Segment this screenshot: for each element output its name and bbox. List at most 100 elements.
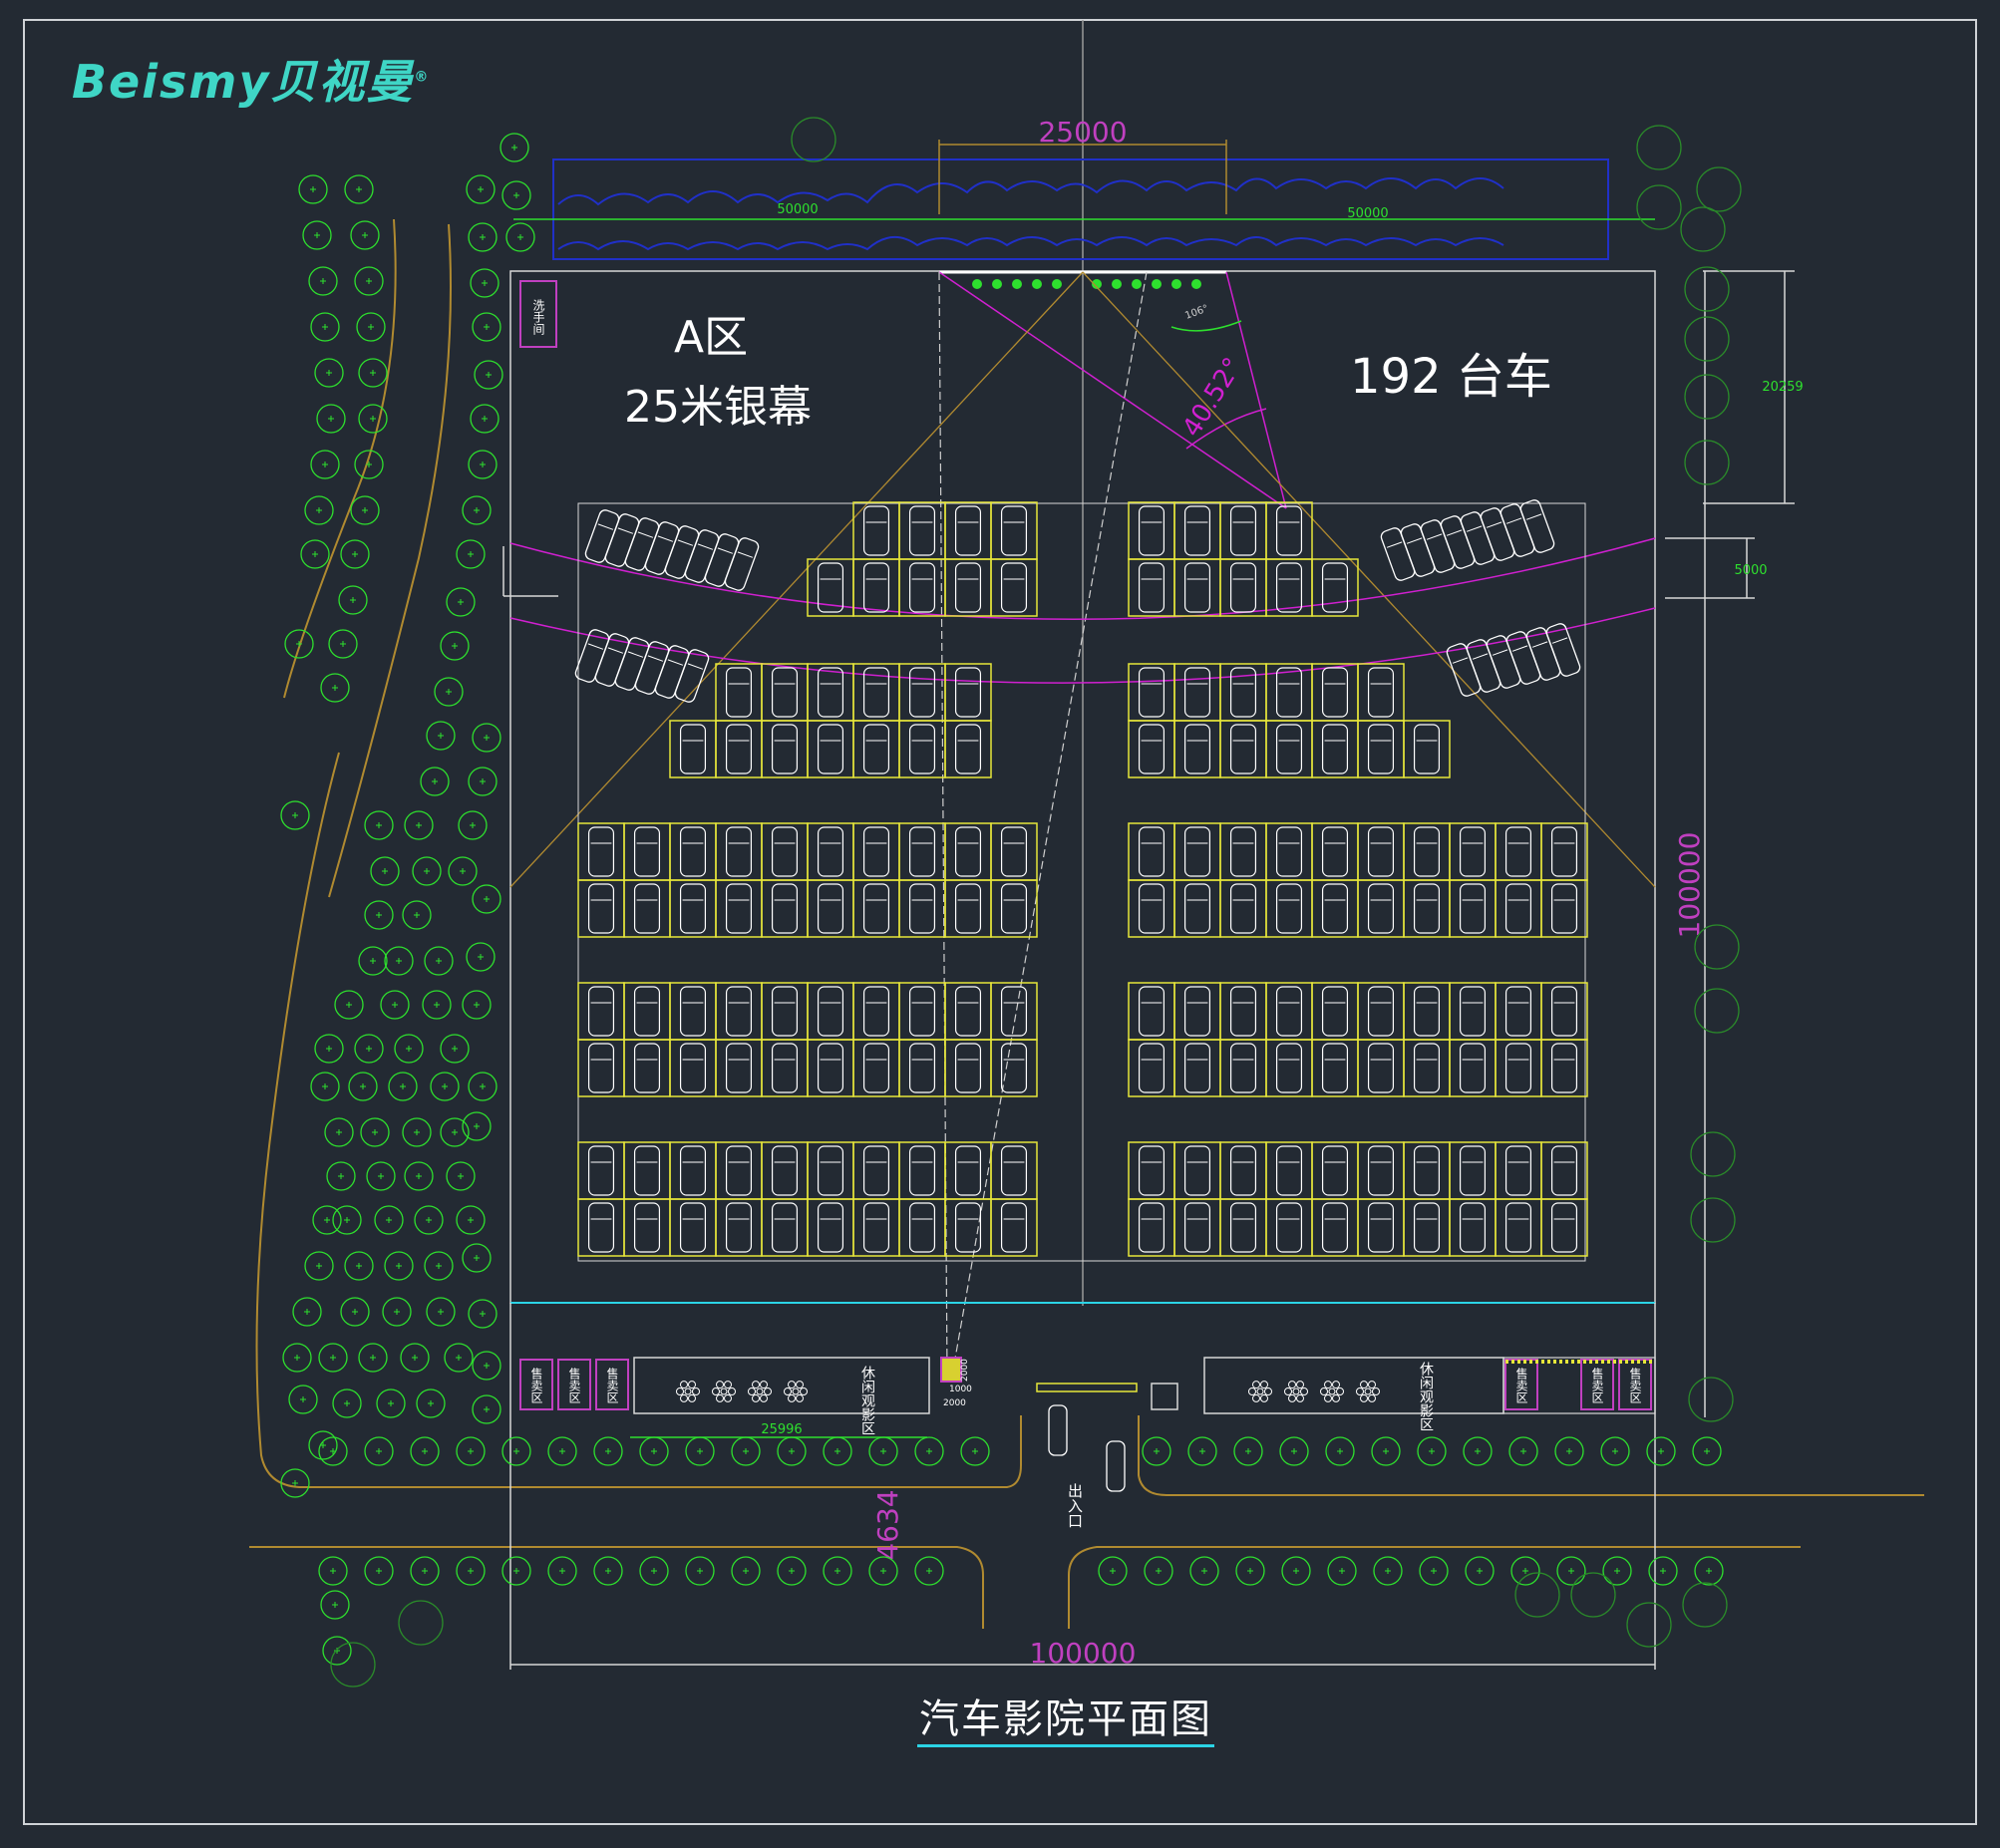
parked-car (862, 1043, 890, 1093)
tree-canopy (340, 539, 370, 569)
parking-stall (761, 822, 809, 881)
screen-width-dimension (938, 140, 1227, 214)
lounge-chair (1360, 1393, 1368, 1402)
parked-car (1367, 724, 1395, 774)
tree-canopy (456, 1436, 486, 1466)
tree-canopy (1417, 1436, 1447, 1466)
parked-car (771, 1202, 799, 1253)
parked-car (725, 883, 753, 934)
tree (358, 1343, 388, 1373)
kiosk-box (1504, 1359, 1538, 1410)
tree-canopy (1187, 1436, 1217, 1466)
parked-car (1504, 1202, 1532, 1253)
parking-stall (577, 822, 625, 881)
parked-car (1504, 1043, 1532, 1093)
tree (777, 1436, 807, 1466)
tree-canopy (456, 539, 486, 569)
tree (366, 1161, 396, 1191)
tree (282, 1343, 312, 1373)
tree-existing (1636, 125, 1682, 170)
angled-car-windshield (1486, 521, 1502, 528)
lounge-chair (724, 1393, 732, 1402)
angled-car-body (724, 537, 760, 591)
kiosk-label: 售卖区 (1628, 1367, 1642, 1403)
lounge-chair (680, 1381, 688, 1389)
parked-car (1321, 724, 1349, 774)
parking-stall (1403, 1198, 1451, 1257)
tree (394, 1034, 424, 1064)
tree (731, 1556, 761, 1586)
parking-stall (623, 982, 671, 1041)
tree-canopy (501, 1436, 531, 1466)
speaker-mark (1012, 279, 1022, 289)
tree (1692, 1436, 1722, 1466)
lounge-chair (1320, 1387, 1328, 1395)
tree-canopy (470, 268, 500, 298)
angled-car (1500, 503, 1535, 557)
dimension-right-full: 100000 (1673, 832, 1706, 939)
tree (1373, 1556, 1403, 1586)
parking-stall (715, 1141, 763, 1200)
screen-size-label: 25米银幕 (624, 382, 812, 433)
parking-stall (715, 1039, 763, 1097)
parked-car (1321, 1202, 1349, 1253)
tree-canopy (1281, 1556, 1311, 1586)
parking-stall (715, 1198, 763, 1257)
angled-car-body (704, 533, 740, 587)
speaker-mark (992, 279, 1002, 289)
tree-canopy (1510, 1556, 1540, 1586)
tree (422, 990, 452, 1020)
parked-car (1550, 1145, 1578, 1196)
tree (284, 629, 314, 659)
parked-car (1183, 1145, 1211, 1196)
tree-canopy (472, 723, 501, 753)
tree (334, 990, 364, 1020)
angled-car-windshield (717, 547, 734, 554)
parked-car (1275, 826, 1303, 877)
parked-car (1183, 883, 1211, 934)
tree-canopy (456, 1205, 486, 1235)
tree-canopy (312, 1205, 342, 1235)
parked-car (1321, 826, 1349, 877)
lounge-table (1356, 1381, 1380, 1402)
tree (424, 946, 454, 976)
parked-car (1321, 1043, 1349, 1093)
tree (364, 900, 394, 930)
tree-existing (330, 1642, 376, 1688)
parked-car (1367, 1043, 1395, 1093)
parked-car (954, 986, 982, 1037)
dimension-water-right: 50000 (1347, 206, 1388, 221)
tree (426, 1297, 456, 1327)
parking-stall (807, 1198, 854, 1257)
tree-canopy (1235, 1556, 1265, 1586)
registered-mark: ® (414, 69, 431, 86)
tree-existing (1570, 1572, 1616, 1618)
tree-canopy (685, 1436, 715, 1466)
parking-stall (852, 1039, 900, 1097)
parked-car (1275, 883, 1303, 934)
tree (468, 1299, 498, 1329)
parking-stall (1357, 1141, 1405, 1200)
projection-booth (940, 1357, 962, 1383)
tree (456, 1556, 486, 1586)
lounge-chair (1368, 1393, 1376, 1402)
parked-car (1367, 667, 1395, 718)
kiosk-label: 售卖区 (529, 1367, 543, 1403)
parked-car (633, 986, 661, 1037)
parked-car (1183, 826, 1211, 877)
tree-canopy (412, 856, 442, 886)
tree (1281, 1556, 1311, 1586)
lounge-chair (760, 1393, 768, 1402)
tree (456, 1436, 486, 1466)
parking-stall (577, 982, 625, 1041)
parked-car (1000, 1202, 1028, 1253)
tree (348, 1072, 378, 1101)
tree (500, 133, 529, 162)
parked-car (1275, 986, 1303, 1037)
tree (1189, 1556, 1219, 1586)
tree (462, 495, 492, 525)
ticket-kiosk (1151, 1383, 1178, 1410)
angled-car-windshield (647, 655, 664, 662)
parked-car (1321, 1145, 1349, 1196)
zone-label: A区 (674, 312, 749, 363)
